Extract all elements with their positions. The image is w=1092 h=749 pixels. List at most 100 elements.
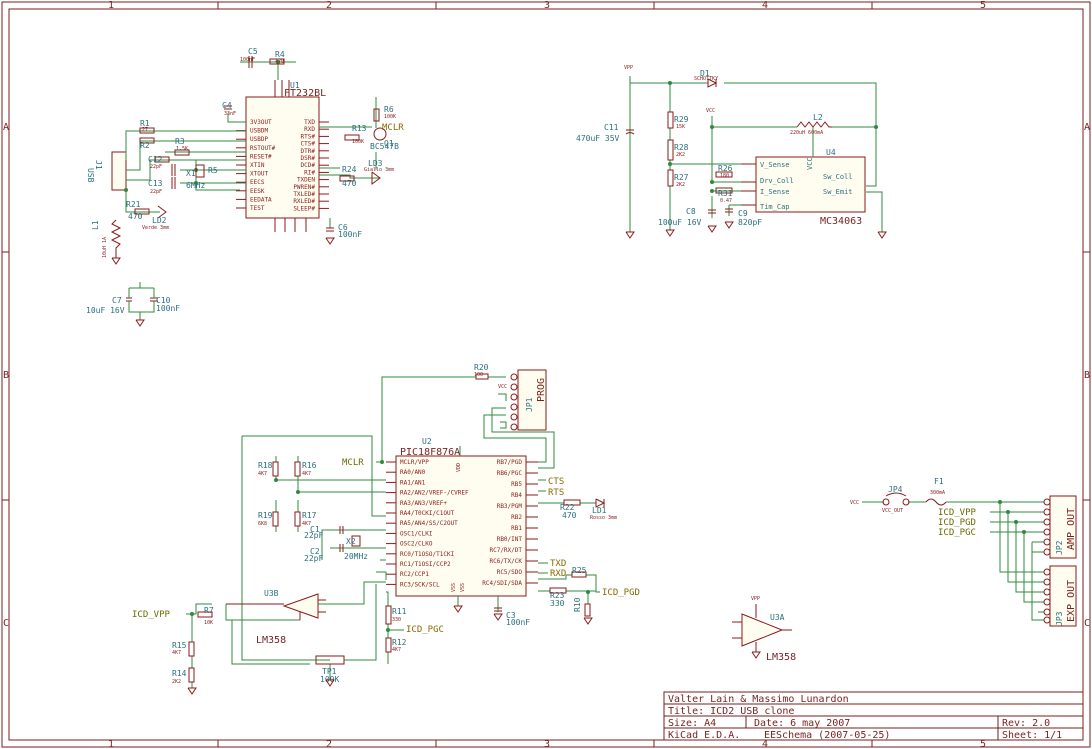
ld1-value: Rosso 3mm (590, 515, 617, 521)
r1-value: 27 (142, 127, 148, 133)
jp3-pins (1043, 568, 1051, 624)
u2-right-pin-label: RB3/PGM (497, 503, 523, 510)
jp2-value: AMP_OUT (1066, 508, 1077, 550)
vpp-label-psu: VPP (624, 65, 633, 71)
title-block-size: Size: A4 (668, 718, 716, 729)
u2-junctions (190, 460, 590, 632)
u1-left-pin-label: XTOUT (250, 171, 268, 178)
c6-ref: C6 (338, 223, 348, 232)
u3a-ref: U3A (770, 613, 785, 622)
jp1-value: PROG (536, 378, 547, 402)
u2-right-pin-label: RB4 (511, 492, 522, 499)
x2-value: 20MHz (344, 552, 368, 561)
col-label-4: 4 (762, 0, 768, 11)
u2-right-pin-label: RB6/PGC (497, 470, 523, 477)
u4-pin-drvcoll: Drv_Coll (760, 177, 794, 185)
u1-ref: U1 (290, 81, 300, 90)
ld1-ref: LD1 (592, 506, 607, 515)
q1-ref: Q1 (384, 139, 394, 148)
u3a-pins (732, 604, 792, 652)
r27-value: 2K2 (676, 182, 685, 188)
x2-ref: X2 (346, 537, 356, 546)
r31-ref: R31 (718, 189, 733, 198)
r29-value: 15K (676, 124, 685, 130)
q1-body (373, 127, 387, 141)
c7-ref: C7 (112, 296, 122, 305)
jp1-ref: JP1 (525, 397, 534, 412)
u4-body (755, 156, 866, 213)
u1-right-pins: TXDRXDRTS#CTS#DTR#DSR#DCD#RI#TXDENPWREN#… (293, 119, 329, 212)
r11-value: 330 (392, 617, 401, 623)
output-junctions (998, 500, 1026, 534)
jp4-f1-symbols (882, 492, 947, 506)
r11-ref: R11 (392, 607, 407, 616)
r20-ref: R20 (474, 363, 489, 372)
r26-value: 180 (720, 173, 729, 179)
u1-left-pin-label: USBDP (250, 136, 268, 143)
c12-ref: C12 (148, 155, 163, 164)
r5-ref: R5 (208, 166, 218, 175)
usb-ref: J1 (94, 160, 103, 170)
u1-left-pin-label: TEST (250, 205, 265, 212)
r3-ref: R3 (175, 137, 185, 146)
jp4-ref: JP4 (888, 485, 903, 494)
u1-right-pin-label: DSR# (301, 155, 316, 162)
u2-body (395, 455, 527, 597)
jp3-ref: JP3 (1055, 611, 1064, 626)
u2-left-pin-label: RA4/T0CKI/C1OUT (400, 510, 455, 517)
f1-ref: F1 (934, 477, 944, 486)
u1-right-pin-label: DTR# (301, 148, 316, 155)
c7-c10-wiring (128, 282, 155, 320)
c10-value: 100nF (156, 304, 180, 313)
r2-ref: R2 (140, 141, 150, 150)
jp3-value: EXP_OUT (1066, 580, 1077, 622)
u1-left-pin-label: USBDM (250, 128, 268, 135)
r4-ref: R4 (275, 50, 285, 59)
net-mclr-u1: MCLR (382, 123, 404, 133)
u2-left-pin-label: RA0/AN0 (400, 469, 426, 476)
r25-ref: R25 (572, 566, 587, 575)
u2-wiring (186, 376, 600, 688)
c4-ref: C4 (222, 101, 232, 110)
c9-ref: C9 (738, 209, 748, 218)
r26-ref: R26 (718, 164, 733, 173)
u1-right-pin-label: TXLED# (293, 191, 315, 198)
usb-value: USB (86, 168, 95, 183)
c5-ref: C5 (248, 47, 258, 56)
net-rxd: RXD (550, 569, 566, 579)
net-icd-pgd-u2: ICD_PGD (602, 588, 640, 598)
psu-passives (625, 78, 832, 214)
l2-value: 220uH 600mA (790, 130, 823, 136)
u2-left-pin-label: RA2/AN2/VREF-/CVREF (400, 490, 469, 497)
u1-left-pin-label: RESET# (250, 153, 272, 160)
jp2-ref: JP2 (1055, 540, 1064, 555)
r18-ref: R18 (258, 461, 273, 470)
u2-passives (188, 373, 606, 683)
u2-right-pin-label: RB7/PGD (497, 459, 523, 466)
r15-ref: R15 (172, 641, 187, 650)
u1-left-pin-label: 3V3OUT (250, 119, 272, 126)
tp1-ref: TP1 (322, 667, 337, 676)
r22-ref: R22 (560, 503, 575, 512)
u2-right-pin-label: RB5 (511, 481, 522, 488)
jp1-body (517, 369, 547, 431)
u2-left-pin-label: RC0/T1OSO/T1CKI (400, 551, 455, 558)
r13-value: 100K (352, 139, 364, 145)
u2-right-pins: RB7/PGDRB6/PGCRB5RB4RB3/PGMRB2RB1RB0/INT… (482, 459, 538, 587)
col-label-3-bottom: 3 (544, 739, 550, 749)
jp1-pins (510, 373, 518, 431)
u1-right-pin-label: RI# (304, 169, 315, 176)
ld2-value: Verde 3mm (142, 225, 169, 231)
ld3-ref: LD3 (368, 159, 383, 168)
c13-ref: C13 (148, 179, 163, 188)
col-label-5-bottom: 5 (980, 739, 986, 749)
u3b-body (282, 593, 319, 619)
c11-value: 470uF 35V (576, 134, 620, 143)
u2-vss-1: VSS (451, 583, 457, 592)
u1-value: FT232BL (284, 88, 326, 99)
c3-value: 100nF (506, 618, 530, 627)
c8-value: 100uF 16V (658, 218, 702, 227)
c7-c10-symbols (126, 297, 158, 302)
